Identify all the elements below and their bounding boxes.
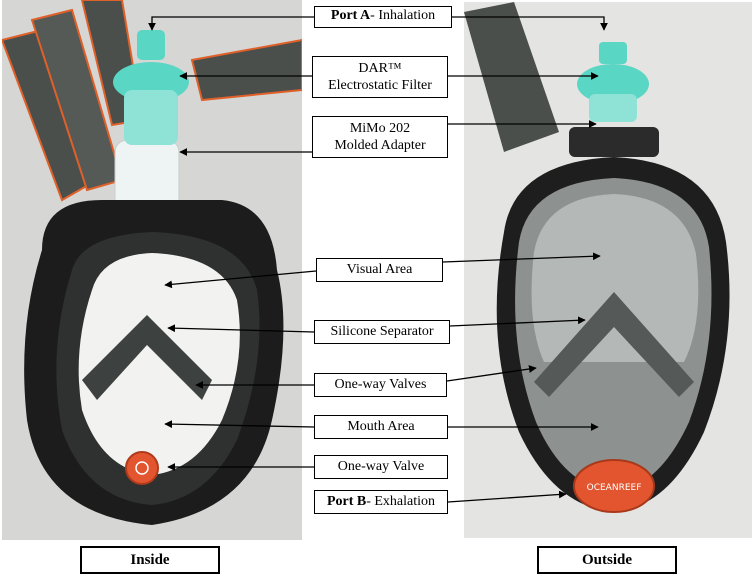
- label-visual-area: Visual Area: [316, 258, 443, 282]
- strap-outside: [464, 2, 559, 152]
- label-molded-adapter: MiMo 202 Molded Adapter: [312, 116, 448, 158]
- caption-outside: Outside: [537, 546, 677, 574]
- electrostatic-filter: [113, 30, 189, 145]
- visual-area-glass: [78, 253, 240, 475]
- electrostatic-filter-outside: [577, 42, 649, 122]
- label-one-way-valve: One-way Valve: [314, 455, 448, 479]
- oceanreef-logo: OCEANREEF: [587, 483, 642, 493]
- photo-inside-mask: [2, 0, 302, 540]
- exhalation-port-valve: OCEANREEF: [573, 459, 655, 513]
- photo-outside-mask: OCEANREEF: [464, 2, 752, 538]
- silicone-separator-outside: [534, 292, 694, 397]
- label-silicone-separator: Silicone Separator: [314, 320, 450, 344]
- label-one-way-valves: One-way Valves: [314, 373, 447, 397]
- label-mouth-area: Mouth Area: [314, 415, 448, 439]
- strap-right: [190, 38, 302, 102]
- label-port-a: Port A- Inhalation: [314, 6, 452, 28]
- exhalation-valve-inside: [125, 451, 159, 485]
- caption-inside: Inside: [80, 546, 220, 574]
- label-electrostatic-filter: DAR™ Electrostatic Filter: [312, 56, 448, 98]
- label-port-b: Port B- Exhalation: [314, 490, 448, 514]
- silicone-separator: [82, 315, 212, 400]
